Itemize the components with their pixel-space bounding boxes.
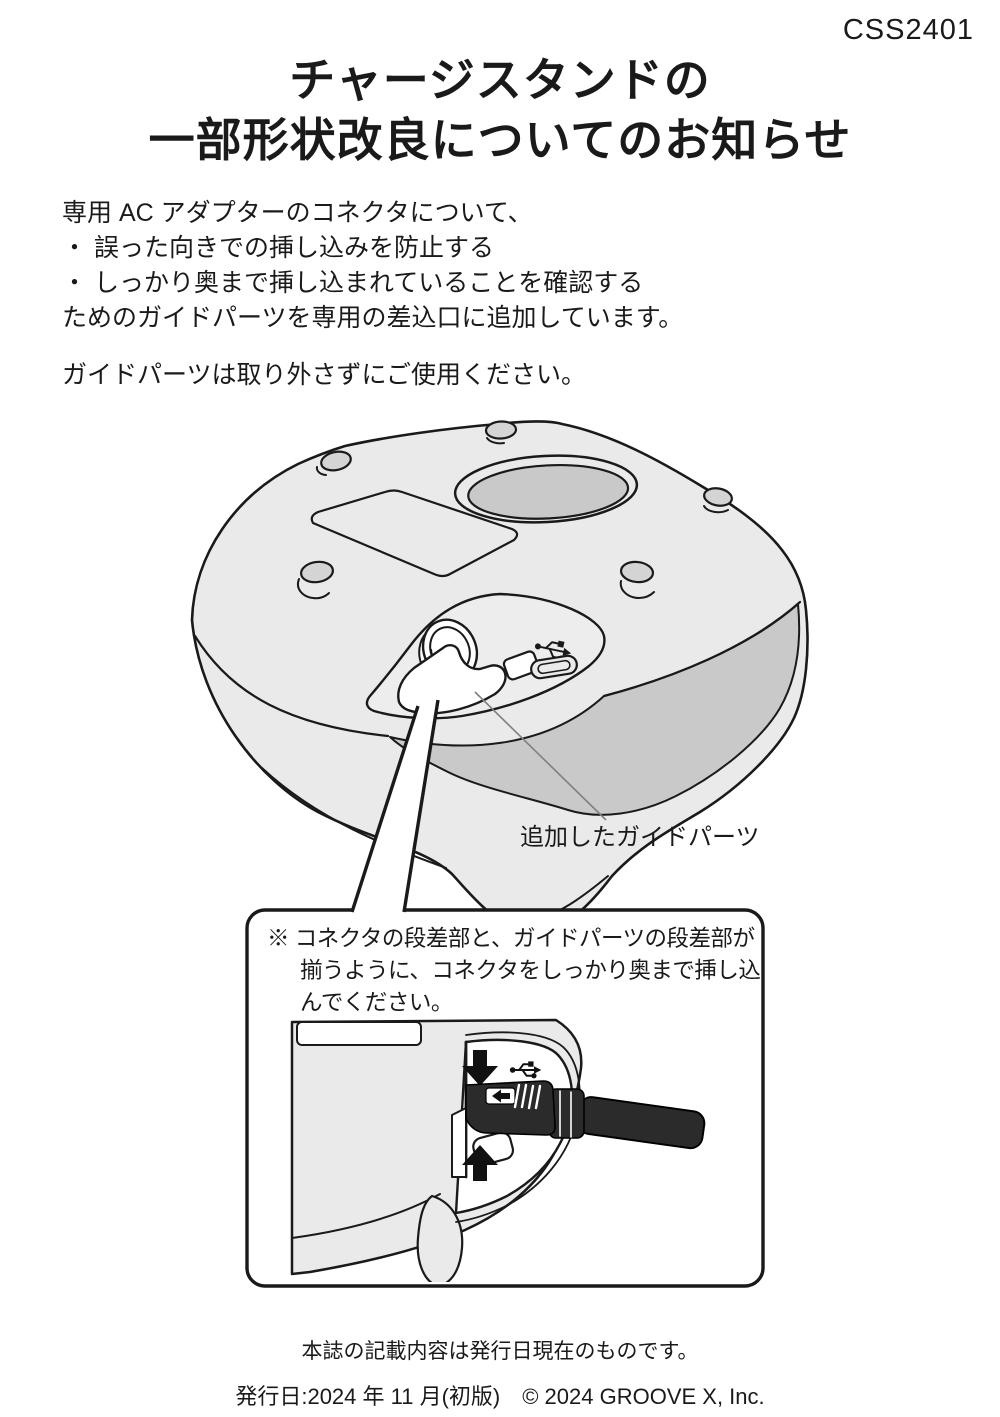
foot-mid-left: [297, 560, 335, 600]
callout-tail: [352, 700, 438, 913]
page-footer: 本誌の記載内容は発行日現在のものです。 発行日:2024 年 11 月(初版) …: [0, 1335, 1000, 1417]
intro-line-2: ためのガイドパーツを専用の差込口に追加しています。: [62, 304, 684, 332]
page-title: チャージスタンドの 一部形状改良についてのお知らせ: [0, 50, 1000, 170]
callout-note-line-3: んでください。: [300, 990, 453, 1015]
corner-label-plate: [296, 1021, 422, 1046]
plug-left-arrow-icon: [492, 1089, 510, 1103]
foot-upper-left: [315, 450, 352, 476]
foot-mid-right: [619, 560, 655, 599]
doc-code: CSS2401: [842, 14, 974, 46]
callout-note-line-1: ※ コネクタの段差部と、ガイドパーツの段差部が: [267, 926, 755, 951]
guide-label-leader-line: [474, 691, 607, 821]
pole-hole: [453, 454, 639, 524]
page-title-line-2: 一部形状改良についてのお知らせ: [148, 114, 852, 166]
usb-icon: [534, 640, 572, 662]
intro-paragraph: 専用 AC アダプターのコネクタについて、 ・ 誤った向きでの挿し込みを防止する…: [62, 196, 683, 393]
footer-note: 本誌の記載内容は発行日現在のものです。: [301, 1340, 699, 1363]
top-surface-edge-left: [193, 634, 390, 738]
footer-issue-copyright: 発行日:2024 年 11 月(初版) © 2024 GROOVE X, Inc…: [235, 1384, 765, 1409]
alignment-arrow-up-icon: [462, 1145, 498, 1181]
label-plate: [310, 489, 519, 578]
guide-label: 追加したガイドパーツ: [520, 824, 760, 851]
intro-bullet-1: ・ 誤った向きでの挿し込みを防止する: [62, 234, 494, 262]
foot-right: [703, 487, 733, 514]
callout-tail-edge-left: [350, 705, 420, 913]
skirt-seam: [291, 1193, 441, 1239]
paragraph-gap: [62, 336, 683, 358]
top-surface-edge-right: [602, 600, 802, 698]
intro-line-1: 専用 AC アダプターのコネクタについて、: [62, 199, 533, 227]
guide-step-gap: [451, 1107, 467, 1178]
foot-top: [484, 420, 518, 445]
plug-grip-ridges: [513, 1083, 542, 1110]
intro-note: ガイドパーツは取り外さずにご使用ください。: [62, 361, 587, 389]
charge-stand-bottom-illustration: [190, 420, 809, 933]
usb-icon-small: [509, 1061, 542, 1079]
connector-closeup-illustration: [290, 1018, 706, 1282]
alignment-arrow-down-icon: [462, 1050, 498, 1086]
intro-bullet-2: ・ しっかり奥まで挿し込まれていることを確認する: [62, 269, 644, 297]
under-rim-shadow: [389, 603, 801, 816]
callout-note-line-2: 揃うように、コネクタをしっかり奥まで挿し込: [300, 958, 760, 983]
micro-usb-port: [530, 654, 578, 680]
stand-foot: [416, 1194, 464, 1282]
skirt-line-left: [261, 767, 447, 869]
callout-tail-edge-right: [402, 699, 440, 913]
page-title-line-1: チャージスタンドの: [289, 54, 711, 106]
